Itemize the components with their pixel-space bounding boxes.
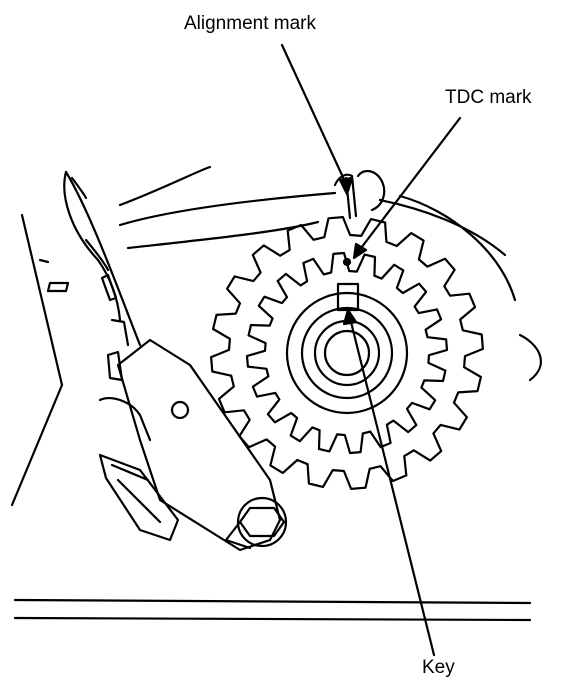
- key-leader: [348, 316, 436, 657]
- tensioner-assembly: [98, 338, 288, 552]
- key-arrowhead: [342, 308, 358, 326]
- hub-ring-1: [285, 291, 409, 415]
- upper-bracket: [118, 165, 507, 257]
- keyway: [336, 282, 360, 312]
- key-label: Key: [422, 657, 455, 678]
- baseline-lower: [13, 616, 532, 622]
- sprocket-inner-teeth: [245, 251, 449, 455]
- engine-block-outline: [10, 213, 70, 507]
- alignment-mark-label: Alignment mark: [184, 13, 316, 34]
- tdc-dot: [342, 257, 352, 267]
- alignment-mark-leader: [280, 43, 349, 188]
- tdc-mark-arrowhead: [352, 242, 368, 260]
- sprocket-teeth: [210, 216, 484, 490]
- hub-ring-2: [300, 306, 394, 400]
- crank-sprocket: [210, 216, 484, 490]
- hub-ring-4: [323, 329, 371, 377]
- timing-cover-arc: [398, 194, 517, 302]
- belt-cover: [63, 170, 142, 382]
- alignment-mark-arrowhead: [338, 176, 354, 196]
- right-bracket-mark: [518, 333, 542, 382]
- tdc-mark-leader: [356, 116, 462, 254]
- baseline-upper: [13, 598, 532, 605]
- tdc-mark-label: TDC mark: [445, 87, 532, 108]
